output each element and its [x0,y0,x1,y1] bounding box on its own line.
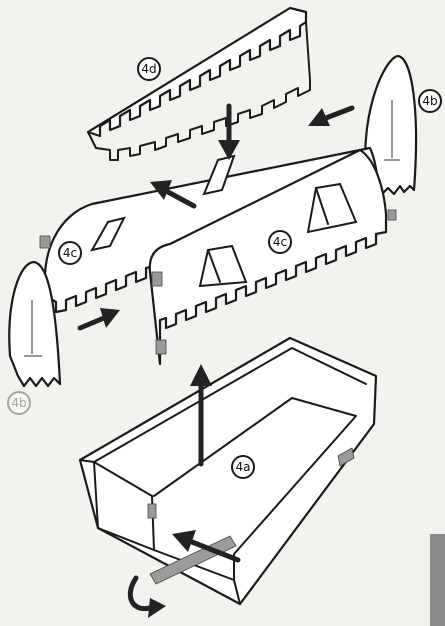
label-end-wall-right: 4b [419,90,441,112]
label-side-panel-left: 4c [59,242,81,264]
svg-text:4a: 4a [236,460,251,474]
label-base-tray: 4a [232,456,254,478]
roof-ridge-part [88,8,310,160]
assembly-arrow-left-endwall [80,308,120,328]
svg-text:4c: 4c [273,235,287,249]
label-end-wall-left: 4b [8,392,30,414]
label-roof-ridge: 4d [138,58,160,80]
svg-text:4b: 4b [11,396,26,410]
rotation-arrow [130,578,166,618]
svg-text:4b: 4b [422,94,437,108]
base-tray-part [80,338,376,604]
assembly-arrow-right-endwall [308,108,352,126]
page-edge-mark [430,534,445,626]
svg-text:4d: 4d [141,62,156,76]
svg-text:4c: 4c [63,246,77,260]
assembly-arrow-down-ridge [218,106,240,160]
label-side-panel-front: 4c [269,231,291,253]
